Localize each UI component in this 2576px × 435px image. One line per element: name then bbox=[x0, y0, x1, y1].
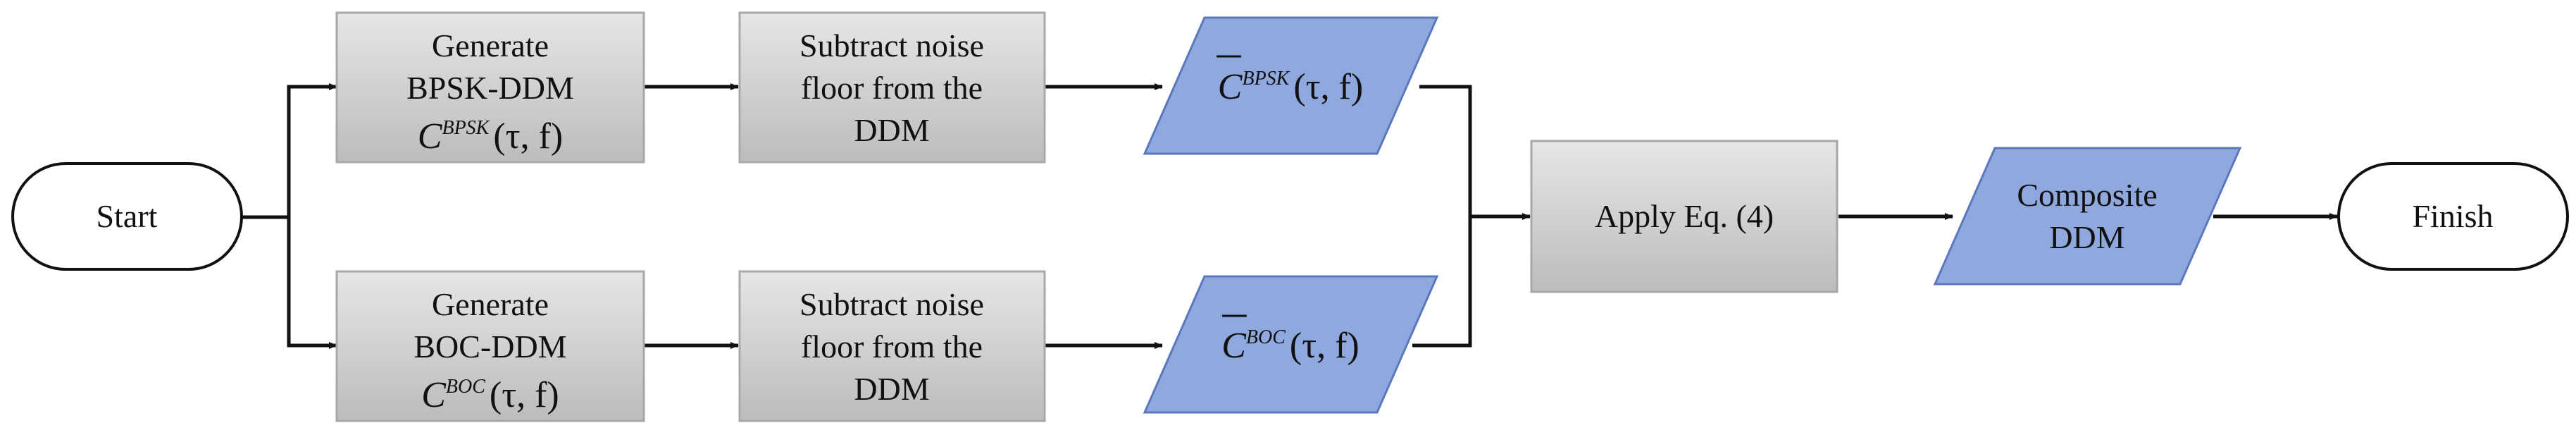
finish-terminal: Finish bbox=[2337, 162, 2569, 271]
generate-bpsk-line2: BPSK-DDM bbox=[406, 70, 574, 106]
subtract-bpsk-line2: floor from the bbox=[801, 70, 983, 106]
generate-boc-line2: BOC-DDM bbox=[413, 329, 566, 364]
split-to-bpsk-arrow bbox=[287, 83, 337, 217]
subtract-noise-bpsk-box: Subtract noise floor from the DDM bbox=[738, 11, 1046, 164]
generate-bpsk-line1: Generate bbox=[432, 27, 549, 63]
composite-line1: Composite bbox=[2017, 177, 2157, 213]
generate-bpsk-ddm-box: Generate BPSK-DDM CBPSK(τ, f) bbox=[335, 11, 645, 164]
subtract-bpsk-line3: DDM bbox=[854, 112, 929, 148]
subtract-boc-line1: Subtract noise bbox=[799, 286, 984, 322]
c-bar-boc-formula: CBOC(τ, f) bbox=[1221, 326, 1359, 366]
c-bpsk-formula: CBPSK(τ, f) bbox=[418, 116, 563, 157]
c-bar-bpsk-data: CBPSK(τ, f) bbox=[1143, 16, 1439, 155]
composite-line2: DDM bbox=[2049, 219, 2124, 255]
generate-boc-ddm-box: Generate BOC-DDM CBOC(τ, f) bbox=[335, 270, 645, 422]
c-boc-formula: CBOC(τ, f) bbox=[421, 375, 559, 415]
start-terminal: Start bbox=[11, 162, 243, 271]
finish-label: Finish bbox=[2412, 198, 2493, 234]
subtract-noise-boc-box: Subtract noise floor from the DDM bbox=[738, 270, 1046, 422]
c-bar-boc-data: CBOC(τ, f) bbox=[1143, 275, 1439, 414]
subtract-boc-line3: DDM bbox=[854, 371, 929, 407]
apply-eq-label: Apply Eq. (4) bbox=[1595, 198, 1774, 234]
split-to-boc-arrow bbox=[287, 217, 337, 349]
composite-ddm-data: Composite DDM bbox=[1933, 147, 2242, 286]
apply-eq-box: Apply Eq. (4) bbox=[1530, 140, 1838, 293]
start-label: Start bbox=[97, 198, 158, 234]
subtract-boc-line2: floor from the bbox=[801, 329, 983, 364]
generate-boc-line1: Generate bbox=[432, 286, 549, 322]
connectors bbox=[242, 83, 2338, 349]
subtract-bpsk-line1: Subtract noise bbox=[799, 27, 984, 63]
c-bar-bpsk-formula: CBPSK(τ, f) bbox=[1218, 67, 1363, 107]
